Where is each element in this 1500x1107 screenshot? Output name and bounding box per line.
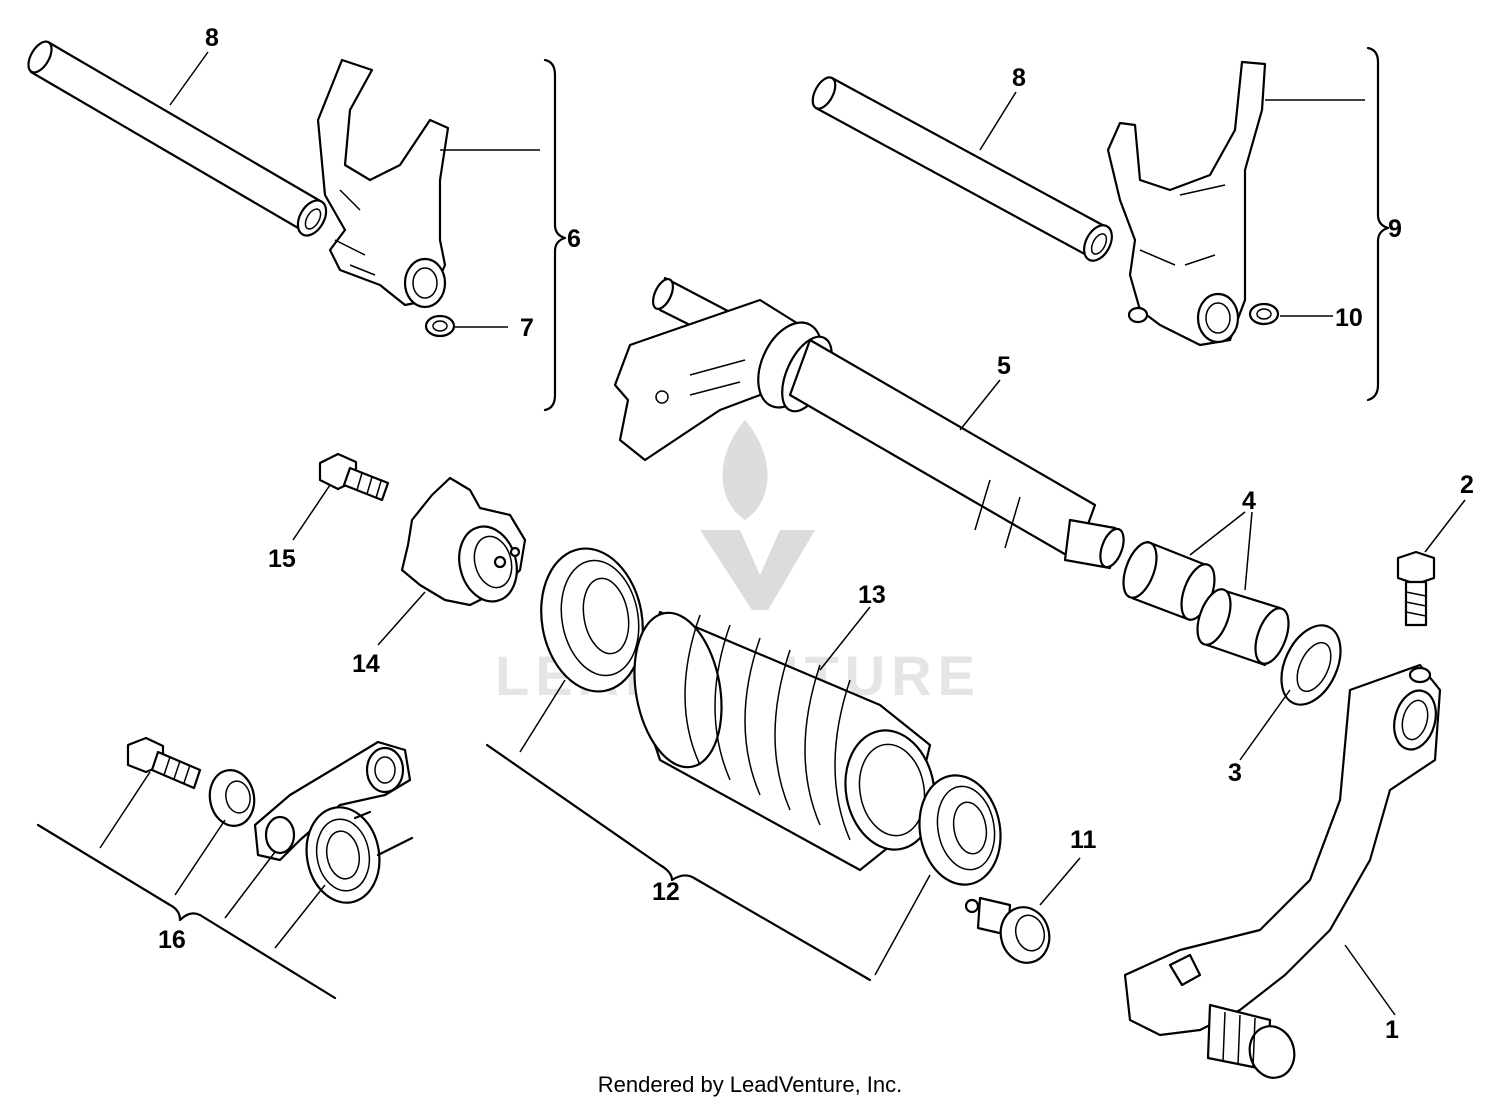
oil-seal-3 <box>1280 624 1342 706</box>
callout-9: 9 <box>1388 215 1402 243</box>
callout-15: 15 <box>268 545 296 573</box>
callout-11: 11 <box>1070 826 1097 854</box>
callout-12: 12 <box>652 878 680 906</box>
bracket-12 <box>485 743 872 982</box>
callout-4: 4 <box>1242 487 1256 515</box>
callout-14: 14 <box>352 650 380 678</box>
spring-16 <box>305 806 414 904</box>
washer-16 <box>208 769 256 827</box>
shift-shaft <box>613 276 1125 570</box>
callout-1: 1 <box>1385 1016 1399 1044</box>
star-cam-14 <box>400 476 527 607</box>
bolt-2 <box>1396 550 1436 627</box>
callout-8-right: 8 <box>1012 64 1026 92</box>
callout-8-left: 8 <box>205 24 219 52</box>
pin-7 <box>424 314 456 338</box>
neutral-switch-11 <box>964 896 1051 964</box>
shift-pedal <box>1123 663 1442 1079</box>
bushing-4a <box>1122 540 1216 622</box>
shift-fork-left <box>316 58 450 309</box>
shift-rod-left <box>27 40 328 237</box>
stopper-arm-16 <box>253 740 412 862</box>
bearing-right <box>918 774 1002 886</box>
pin-10 <box>1248 302 1280 326</box>
shift-fork-right <box>1106 60 1267 347</box>
callout-13: 13 <box>858 581 886 609</box>
shift-drum-13 <box>633 610 936 872</box>
callout-16: 16 <box>158 926 186 954</box>
bracket-6 <box>543 58 567 412</box>
bolt-16 <box>126 736 202 790</box>
shift-rod-right <box>811 76 1113 262</box>
bolt-15 <box>318 452 390 502</box>
footer-credit: Rendered by LeadVenture, Inc. <box>597 1072 903 1097</box>
callout-5: 5 <box>997 352 1011 380</box>
leader-lines <box>99 51 1466 1016</box>
bracket-16 <box>36 823 337 1000</box>
bearing-left <box>540 547 644 693</box>
callout-6: 6 <box>567 225 581 253</box>
callout-7: 7 <box>520 314 534 342</box>
callout-3: 3 <box>1228 759 1242 787</box>
callout-2: 2 <box>1460 471 1474 499</box>
callout-10: 10 <box>1335 304 1363 332</box>
bushing-4b <box>1196 588 1290 667</box>
bracket-9 <box>1366 46 1390 402</box>
